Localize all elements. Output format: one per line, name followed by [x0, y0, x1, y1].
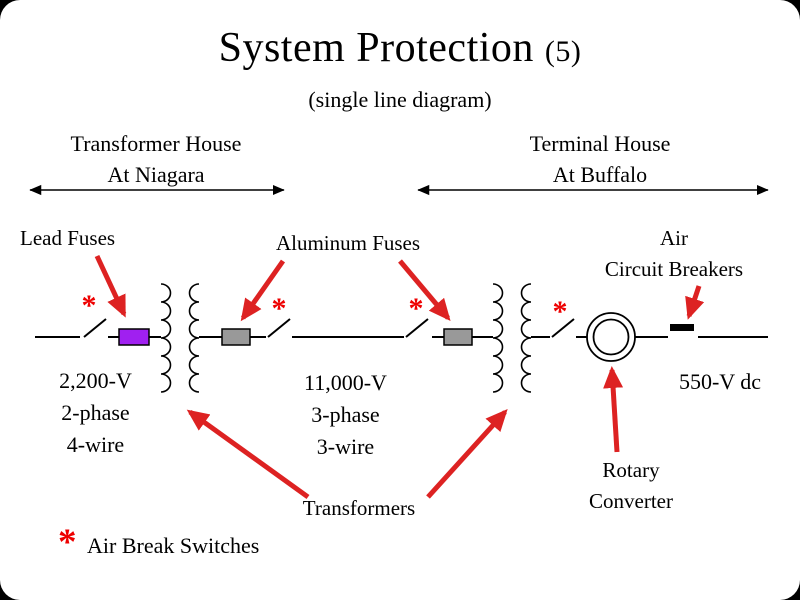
transformer-2-secondary-coil — [520, 283, 532, 393]
terminal-house-line1: Terminal House — [529, 131, 671, 156]
bus-label-transmission: 11,000-V 3-phase 3-wire — [278, 367, 413, 463]
transformer-house-line2: At Niagara — [107, 162, 205, 187]
aluminum-fuses-arrow-left — [240, 259, 286, 322]
air-break-switch-asterisk-1: * — [81, 289, 97, 322]
aluminum-fuses-arrow-right — [398, 259, 451, 322]
air-break-switch-2 — [267, 318, 291, 338]
section-transformer-house: Transformer House At Niagara — [25, 128, 287, 190]
transformers-arrow-left — [186, 409, 310, 500]
lead-fuses-arrow — [94, 254, 127, 318]
air-circuit-breakers-line2: Circuit Breakers — [604, 257, 744, 281]
aluminum-fuses-label: Aluminum Fuses — [275, 231, 421, 255]
air-circuit-breakers-label: Air Circuit Breakers — [588, 223, 760, 285]
rotary-converter-label: Rotary Converter — [572, 455, 690, 517]
rotary-converter-outer-circle — [586, 312, 636, 362]
bus-label-buffalo: 550-V dc — [678, 369, 762, 394]
air-break-switch-1 — [83, 318, 107, 338]
niagara-voltage: 2,200-V — [59, 368, 132, 393]
air-break-switch-asterisk-2: * — [271, 292, 287, 325]
transmission-voltage: 11,000-V — [304, 370, 387, 395]
niagara-wire: 4-wire — [66, 432, 125, 457]
aluminum-fuse-2 — [443, 328, 473, 346]
niagara-phase: 2-phase — [61, 400, 130, 425]
air-circuit-breaker — [670, 324, 694, 331]
transformer-1-primary-coil — [160, 283, 172, 393]
title-text: System Protection — [218, 25, 534, 71]
lead-fuses-label: Lead Fuses — [20, 226, 116, 250]
transformer-house-line1: Transformer House — [70, 131, 242, 156]
air-break-switch-3 — [405, 318, 429, 338]
air-circuit-breakers-arrow — [685, 285, 705, 320]
legend-asterisk: * — [58, 522, 77, 563]
rotary-converter-inner-circle — [592, 318, 630, 356]
rotary-converter-line1: Rotary — [602, 458, 660, 482]
air-break-switch-4 — [551, 318, 575, 338]
section-terminal-house: Terminal House At Buffalo — [452, 128, 748, 190]
air-circuit-breakers-line1: Air — [660, 226, 688, 250]
air-break-switch-asterisk-3: * — [408, 292, 424, 325]
title-number: (5) — [544, 35, 582, 68]
legend-air-break-switches: Air Break Switches — [87, 533, 260, 558]
lead-fuse — [118, 328, 150, 346]
transformers-arrow-right — [426, 409, 508, 499]
transformers-label: Transformers — [302, 496, 416, 520]
aluminum-fuse-1 — [221, 328, 251, 346]
subtitle: (single line diagram) — [308, 87, 492, 112]
bus-label-niagara: 2,200-V 2-phase 4-wire — [28, 365, 163, 461]
terminal-house-line2: At Buffalo — [552, 162, 648, 187]
rotary-converter-line2: Converter — [589, 489, 673, 513]
transformer-1-secondary-coil — [188, 283, 200, 393]
page-title: System Protection (5) — [0, 24, 800, 72]
transmission-wire: 3-wire — [316, 434, 375, 459]
rotary-converter-arrow — [603, 366, 624, 453]
air-break-switch-asterisk-4: * — [552, 295, 568, 328]
transformer-2-primary-coil — [492, 283, 504, 393]
transmission-phase: 3-phase — [311, 402, 380, 427]
